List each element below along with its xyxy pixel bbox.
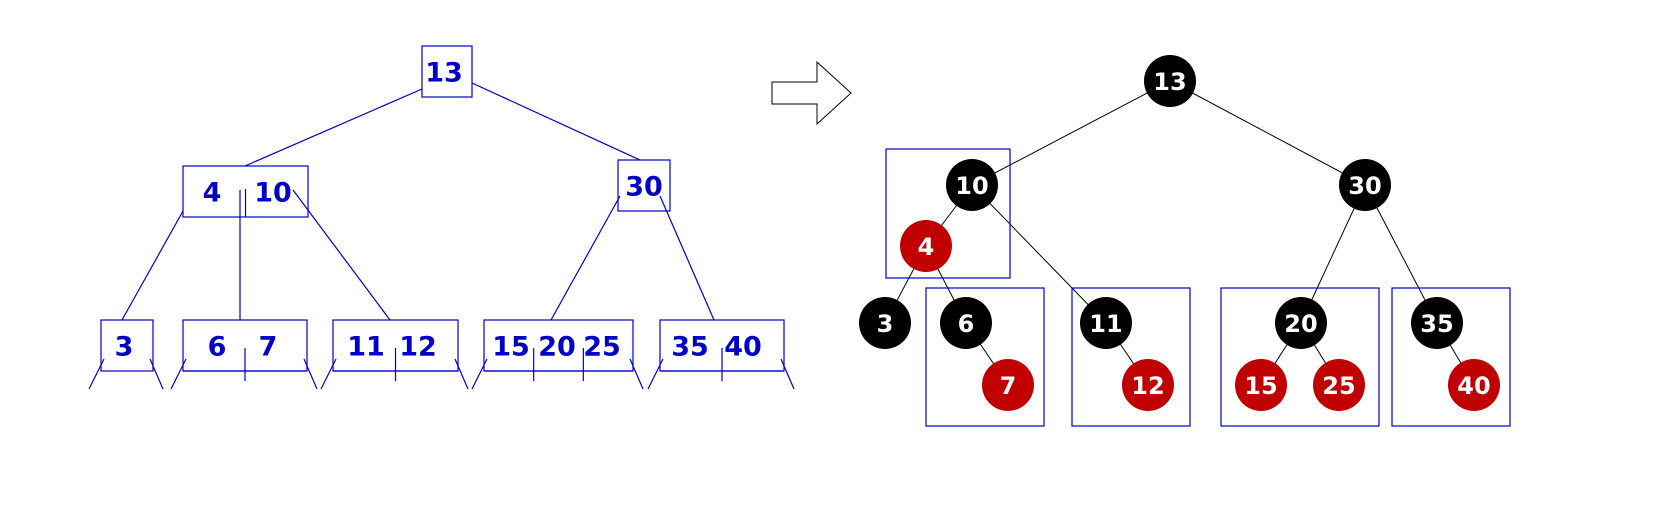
- rb-node-40: 40: [1448, 359, 1500, 411]
- rb-node-key: 35: [1420, 310, 1453, 338]
- btree-node-n-30: 30: [617, 159, 671, 212]
- btree-key: 4: [203, 178, 222, 209]
- btree-child-pointer: [320, 358, 337, 390]
- btree-child-pointer: [149, 358, 164, 390]
- rb-node-key: 3: [877, 310, 894, 338]
- rb-node-key: 10: [955, 172, 988, 200]
- rb-node-circle-red: [1313, 359, 1365, 411]
- rb-group-box-10-4: [885, 148, 1011, 279]
- btree-node-n-3: 3: [88, 319, 164, 390]
- rb-edge-10-11: [971, 184, 1107, 324]
- btree-edge-n-4-10-n-3: [121, 210, 184, 321]
- btree-key: 25: [583, 332, 621, 363]
- btree-key: 6: [208, 332, 227, 363]
- rb-node-key: 30: [1348, 172, 1381, 200]
- btree-key: 3: [115, 332, 134, 363]
- rb-node-20: 20: [1275, 297, 1327, 349]
- btree-edge-root-n-30: [471, 82, 641, 161]
- rb-node-key: 4: [918, 233, 935, 261]
- btree-child-pointer: [454, 358, 469, 390]
- rb-node-circle-black: [1275, 297, 1327, 349]
- rb-node-circle-black: [859, 297, 911, 349]
- btree-key: 15: [492, 332, 530, 363]
- btree-child-pointer: [471, 358, 488, 390]
- btree-key: 13: [425, 58, 463, 89]
- rb-node-circle-red: [1235, 359, 1287, 411]
- rb-node-key: 40: [1457, 372, 1490, 400]
- rb-node-11: 11: [1080, 297, 1132, 349]
- btree-key: 30: [625, 172, 663, 203]
- rb-node-13: 13: [1144, 55, 1196, 107]
- btree-node-n-35-40: 35 40: [647, 319, 795, 390]
- rb-node-35: 35: [1411, 297, 1463, 349]
- rb-group-box-35-40: [1391, 287, 1511, 427]
- btree-edge-n-30-n-15-20-25: [550, 195, 621, 321]
- btree-child-pointer: [647, 358, 664, 390]
- rb-group-box-11-12: [1071, 287, 1191, 427]
- rb-node-circle-red: [1448, 359, 1500, 411]
- btree-node-root: 13: [421, 45, 473, 98]
- rb-node-30: 30: [1339, 159, 1391, 211]
- rb-node-key: 25: [1322, 372, 1355, 400]
- rb-node-key: 20: [1284, 310, 1317, 338]
- btree-key: 12: [399, 332, 437, 363]
- rb-node-key: 12: [1131, 372, 1164, 400]
- rb-node-circle-red: [982, 359, 1034, 411]
- rb-node-4: 4: [900, 220, 952, 272]
- red-black-tree: 13 10 30 4 3 6 7 11 12 20 15 25 35 40: [859, 55, 1511, 427]
- rb-node-7: 7: [982, 359, 1034, 411]
- btree-key: 40: [724, 332, 762, 363]
- rb-node-circle-black: [1144, 55, 1196, 107]
- rb-node-key: 7: [1000, 372, 1017, 400]
- rb-node-circle-red: [1122, 359, 1174, 411]
- rb-edge-13-10: [971, 80, 1171, 186]
- rb-group-box-20-15-25: [1220, 287, 1380, 427]
- btree-node-n-11-12: 11 12: [320, 319, 469, 390]
- rb-node-circle-black: [1080, 297, 1132, 349]
- rb-node-circle-black: [1411, 297, 1463, 349]
- btree-node-box: [617, 159, 671, 212]
- rb-node-3: 3: [859, 297, 911, 349]
- btree-key: 7: [259, 332, 278, 363]
- rb-node-circle-black: [1339, 159, 1391, 211]
- btree-node-box: [421, 45, 473, 98]
- btree-edge-root-n-4-10: [244, 88, 423, 167]
- btree-edge-n-30-n-35-40: [659, 195, 715, 321]
- btree-child-pointer: [629, 358, 644, 390]
- rb-node-15: 15: [1235, 359, 1287, 411]
- rb-node-6: 6: [940, 297, 992, 349]
- rb-node-circle-black: [946, 159, 998, 211]
- right-arrow-icon: [771, 60, 852, 126]
- rb-node-key: 11: [1089, 310, 1122, 338]
- btree-child-pointer: [780, 358, 795, 390]
- btree-child-pointer: [303, 358, 318, 390]
- rb-node-12: 12: [1122, 359, 1174, 411]
- btree-key: 20: [538, 332, 576, 363]
- btree-child-pointer: [170, 358, 187, 390]
- rb-node-key: 13: [1153, 68, 1186, 96]
- rb-node-circle-red: [900, 220, 952, 272]
- rb-edge-13-30: [1169, 80, 1366, 186]
- rb-node-circle-black: [940, 297, 992, 349]
- btree-key: 10: [254, 178, 292, 209]
- rb-node-25: 25: [1313, 359, 1365, 411]
- rb-node-key: 6: [958, 310, 975, 338]
- rb-node-key: 15: [1244, 372, 1277, 400]
- rb-node-10: 10: [946, 159, 998, 211]
- btree-key: 35: [671, 332, 709, 363]
- btree-node-box: [100, 319, 154, 372]
- btree-node-n-4-10: 4 10: [182, 165, 309, 218]
- btree-child-pointer: [88, 358, 105, 390]
- btree-edge-n-4-10-n-11-12: [292, 189, 391, 321]
- btree-key: 11: [347, 332, 385, 363]
- rb-group-box-6-7: [925, 287, 1045, 427]
